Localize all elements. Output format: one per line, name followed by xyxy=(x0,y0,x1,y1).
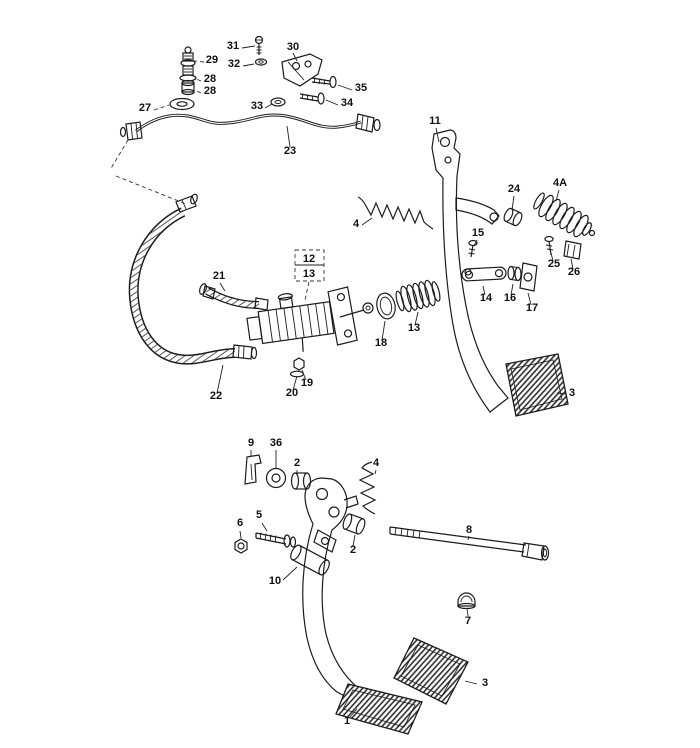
bleeder-fittings-group xyxy=(169,46,197,111)
part-label-19: 19 xyxy=(301,377,313,389)
part-label-2-upper: 2 xyxy=(294,457,300,469)
part-label-22: 22 xyxy=(210,390,222,402)
part-label-17: 17 xyxy=(526,302,538,314)
part-label-7: 7 xyxy=(465,615,471,627)
part-label-23: 23 xyxy=(284,145,296,157)
hose-21 xyxy=(199,283,269,311)
part-label-13-box: 13 xyxy=(303,268,315,280)
hose-22 xyxy=(128,193,258,365)
part-label-15: 15 xyxy=(472,227,484,239)
part-label-24: 24 xyxy=(508,183,521,195)
part-label-35: 35 xyxy=(355,82,367,94)
part-label-18: 18 xyxy=(375,337,387,349)
part-label-9: 9 xyxy=(248,437,254,449)
part-label-32: 32 xyxy=(228,58,240,70)
clutch-pedal-group xyxy=(357,129,596,417)
part-label-25: 25 xyxy=(548,258,560,270)
part-label-4-upper: 4 xyxy=(353,218,360,230)
part-label-20: 20 xyxy=(286,387,298,399)
part-labels: 31 29 30 32 28 28 35 34 33 27 23 11 24 4… xyxy=(139,40,580,727)
part-label-36: 36 xyxy=(270,437,282,449)
part-label-1: 1 xyxy=(344,715,350,727)
part-label-4-lower: 4 xyxy=(373,457,380,469)
part-label-10: 10 xyxy=(269,575,281,587)
part-label-6: 6 xyxy=(237,517,243,529)
part-label-4A: 4A xyxy=(553,177,567,189)
part-label-29: 29 xyxy=(206,54,218,66)
part-label-27: 27 xyxy=(139,102,151,114)
part-label-16: 16 xyxy=(504,292,516,304)
part-label-34: 34 xyxy=(341,97,354,109)
part-label-2-lower: 2 xyxy=(350,544,356,556)
part-label-13-boot: 13 xyxy=(408,322,420,334)
part-label-12: 12 xyxy=(303,253,315,265)
part-label-26: 26 xyxy=(568,266,580,278)
part-label-28-a: 28 xyxy=(204,73,216,85)
master-cylinder-group xyxy=(246,249,441,378)
part-label-14: 14 xyxy=(480,292,493,304)
part-label-30: 30 xyxy=(287,41,299,53)
part-label-21: 21 xyxy=(213,270,225,282)
bracket-screws-group xyxy=(254,35,337,107)
part-label-28-b: 28 xyxy=(204,85,216,97)
part-label-3-upper: 3 xyxy=(569,387,575,399)
brake-line-23 xyxy=(109,113,381,205)
part-label-33: 33 xyxy=(251,100,263,112)
part-label-31: 31 xyxy=(227,40,239,52)
part-label-3-lower: 3 xyxy=(482,677,488,689)
part-label-8: 8 xyxy=(466,524,472,536)
part-label-5: 5 xyxy=(256,509,262,521)
part-label-11: 11 xyxy=(429,115,441,127)
leader-lines xyxy=(153,45,574,718)
brake-pedal-group xyxy=(234,454,550,735)
